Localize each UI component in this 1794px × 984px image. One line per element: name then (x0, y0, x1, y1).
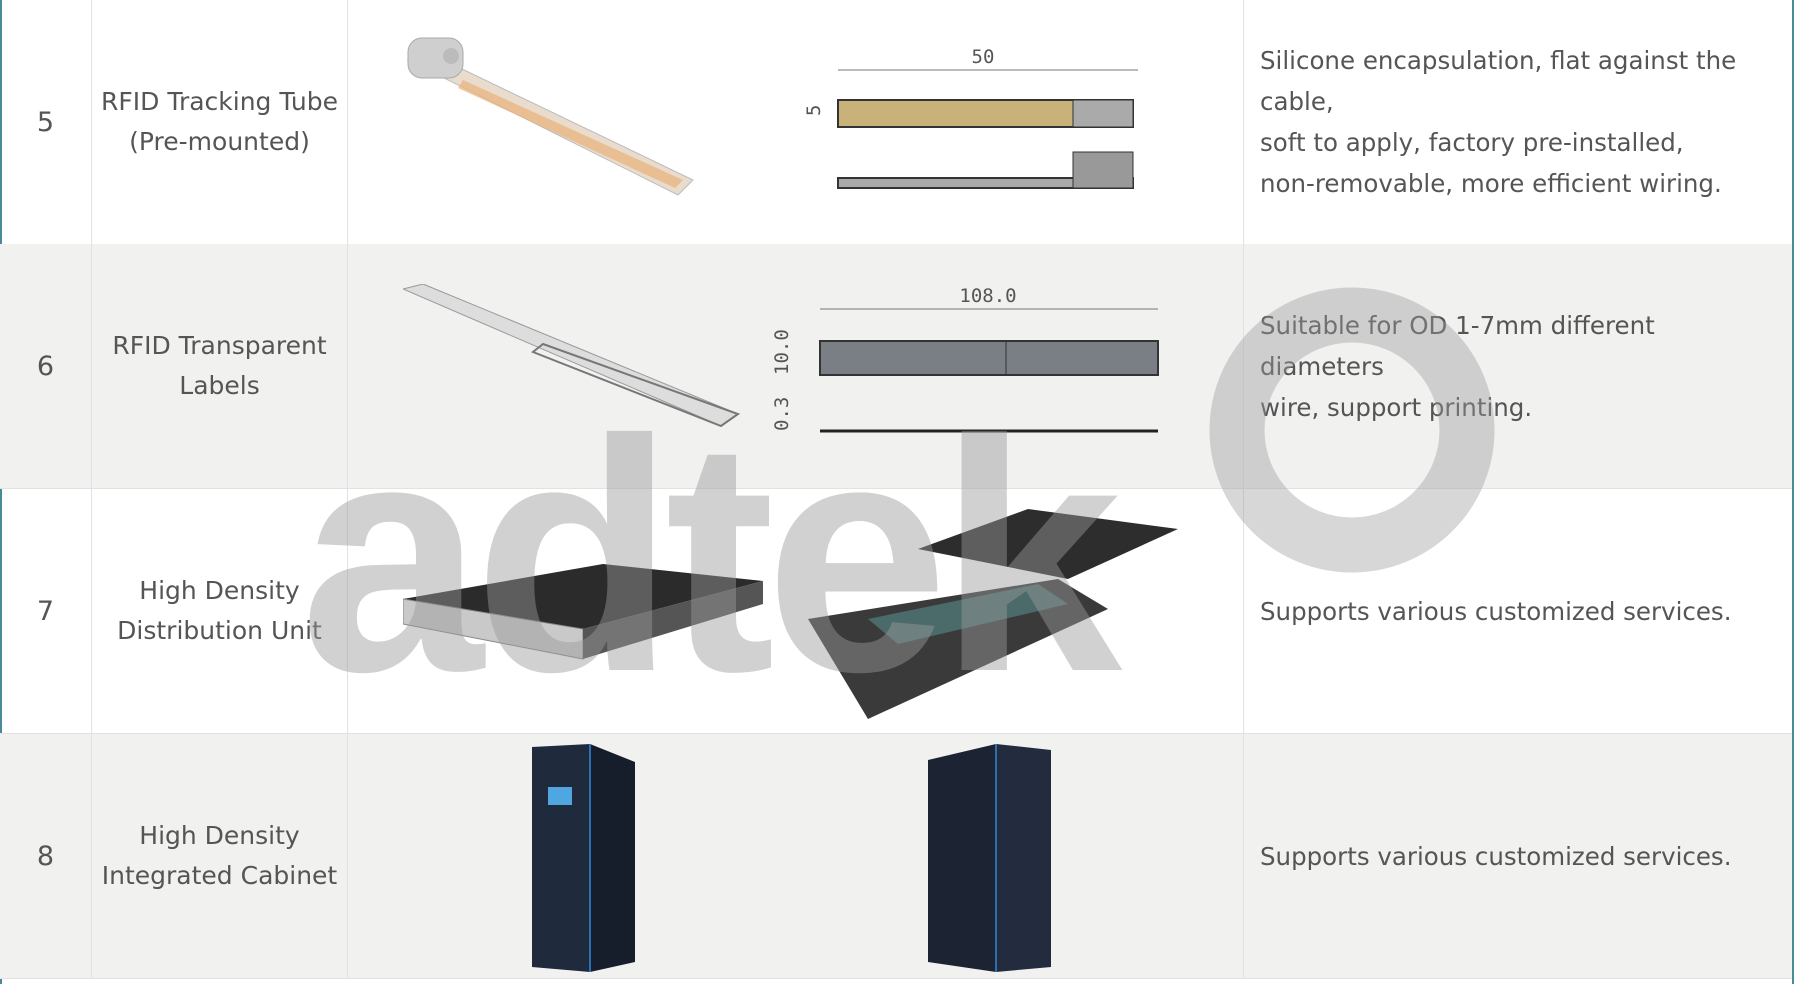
product-name-line: Integrated Cabinet (101, 861, 338, 890)
product-name-line: (Pre-mounted) (129, 127, 310, 156)
product-name: RFID Tracking Tube (Pre-mounted) (92, 0, 348, 244)
product-name-line: High Density (139, 821, 300, 850)
product-name-line: Distribution Unit (117, 616, 322, 645)
row-number: 5 (0, 0, 92, 244)
dim-length: 108.0 (959, 285, 1016, 307)
rfid-tube-drawing: 50 5 6 (803, 46, 1138, 189)
description-line: Suitable for OD 1-7mm different diameter… (1260, 310, 1655, 381)
cabinet-back (928, 744, 1051, 972)
description: Supports various customized services. (1244, 489, 1792, 733)
dim-height: 10.0 (771, 329, 793, 375)
left-border (0, 0, 2, 984)
dim-thickness: 0.3 (771, 397, 793, 431)
description-line: non-removable, more efficient wiring. (1260, 169, 1722, 198)
row-number: 8 (0, 734, 92, 978)
product-name-line: High Density (139, 576, 300, 605)
description: Silicone encapsulation, flat against the… (1244, 0, 1792, 244)
rfid-label-render (403, 284, 741, 428)
product-name-line: RFID Transparent (112, 331, 327, 360)
rfid-tube-render (406, 37, 694, 196)
rfid-label-drawing: 108.0 10.0 0.3 (771, 285, 1159, 433)
product-images (348, 489, 1244, 733)
dim-length: 50 (972, 46, 995, 68)
distribution-unit-closed (403, 564, 763, 660)
product-images: 108.0 10.0 0.3 (348, 244, 1244, 488)
description-line: Silicone encapsulation, flat against the… (1260, 46, 1737, 116)
row-number: 6 (0, 244, 92, 488)
description-line: Supports various customized services. (1260, 841, 1732, 871)
distribution-unit-open (808, 509, 1178, 719)
product-images: 50 5 6 (348, 0, 1244, 244)
table-row-5: 5 RFID Tracking Tube (Pre-mounted) 50 5 6… (0, 0, 1792, 245)
description-line: wire, support printing. (1260, 392, 1533, 422)
cabinet-front (532, 744, 635, 972)
right-border (1792, 0, 1794, 984)
product-name-line: RFID Tracking Tube (101, 87, 338, 116)
row-number: 7 (0, 489, 92, 733)
product-images (348, 734, 1244, 978)
description: Supports various customized services. (1244, 734, 1792, 978)
description-line: Supports various customized services. (1260, 596, 1732, 626)
dim-height: 5 (803, 105, 825, 116)
description-line: soft to apply, factory pre-installed, (1260, 128, 1684, 157)
product-name-line: Labels (179, 371, 260, 400)
description: Suitable for OD 1-7mm different diameter… (1244, 244, 1792, 488)
